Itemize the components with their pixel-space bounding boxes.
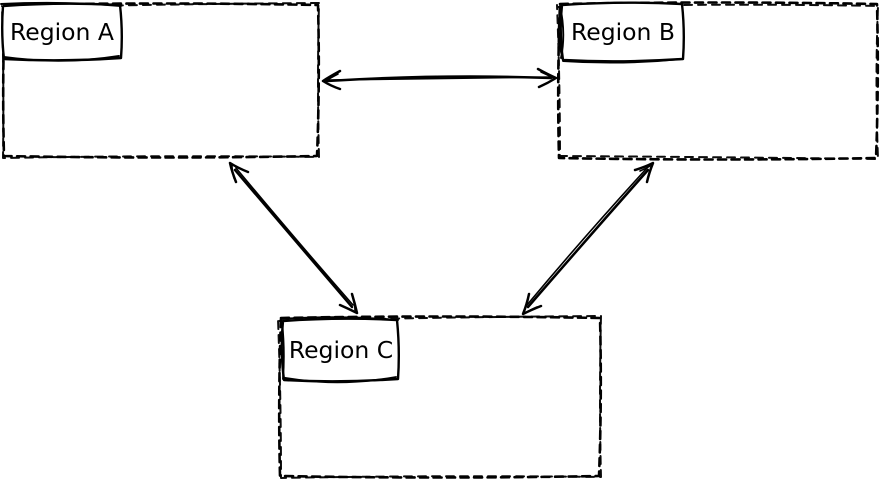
- arrow-ab-shaft-overstroke: [327, 76, 551, 81]
- region-c-label-group: Region C: [280, 316, 400, 384]
- connector-a-b: [321, 67, 558, 91]
- arrow-bc-top-arrowhead: [633, 161, 655, 184]
- region-a: [1, 2, 321, 159]
- arrow-ab-right-arrowhead: [536, 67, 558, 89]
- arrow-bc-bottom-arrowhead-overstroke: [526, 306, 538, 313]
- region-c: [277, 315, 603, 479]
- region-b-border: [556, 1, 880, 161]
- arrow-bc-shaft: [526, 168, 650, 309]
- region-a-border-overstroke: [1, 2, 320, 159]
- connector-b-c: [521, 161, 655, 316]
- arrow-bc-top-arrowhead-overstroke: [639, 165, 651, 172]
- region-b-border-overstroke: [556, 3, 879, 160]
- region-c-border-overstroke: [277, 315, 602, 479]
- arrow-bc-shaft-overstroke: [526, 167, 648, 306]
- region-b-label-box-overstroke: [557, 3, 682, 64]
- connector-a-c: [228, 161, 359, 315]
- region-a-label-box-overstroke: [0, 1, 122, 62]
- region-a-label-group: Region A: [0, 1, 123, 62]
- region-b-label-group: Region B: [557, 1, 685, 64]
- arrow-ab-left-arrowhead-overstroke: [325, 73, 339, 82]
- region-c-label-box-overstroke: [280, 316, 399, 384]
- arrow-ac-shaft-overstroke: [235, 167, 354, 306]
- region-c-label: Region C: [289, 336, 393, 364]
- region-b-label: Region B: [571, 18, 675, 46]
- region-b: [556, 1, 880, 161]
- arrow-ac-shaft: [233, 168, 354, 309]
- region-a-label: Region A: [10, 18, 114, 46]
- arrow-ac-bottom-arrowhead-overstroke: [352, 297, 356, 311]
- arrow-ab-left-arrowhead: [321, 69, 342, 91]
- region-c-border: [277, 315, 603, 479]
- arrow-ab-right-arrowhead-overstroke: [540, 71, 554, 79]
- arrow-ac-top-arrowhead-overstroke: [231, 165, 235, 179]
